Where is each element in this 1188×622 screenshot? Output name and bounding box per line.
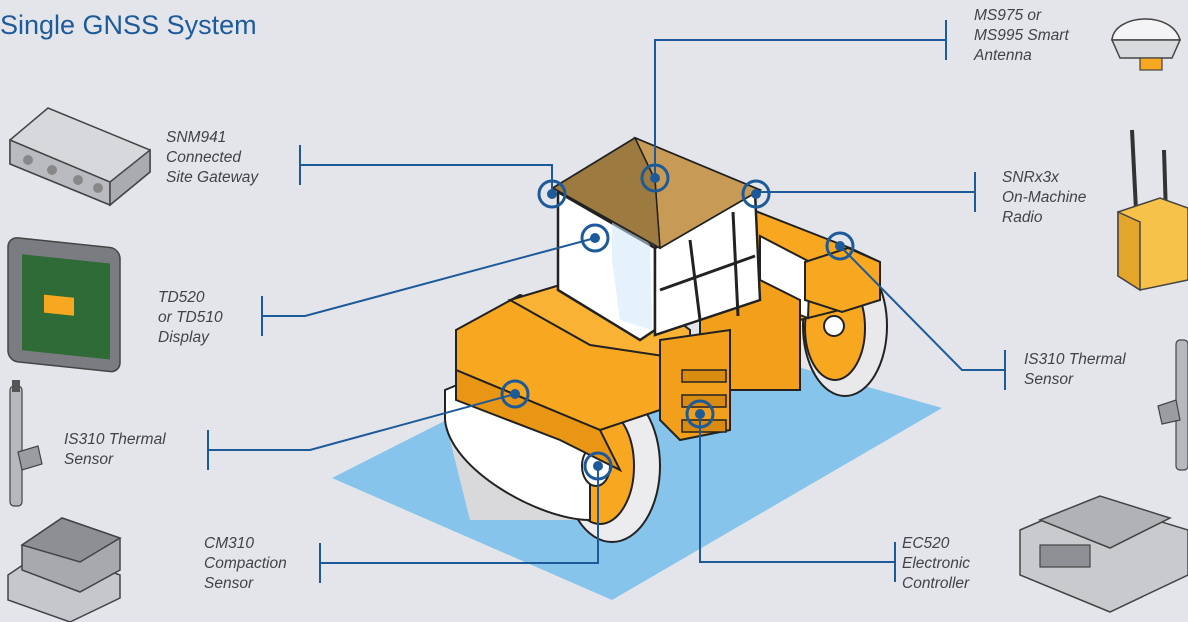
label-ec520: EC520 Electronic Controller (902, 534, 970, 594)
thermal-sensor-front-image (10, 380, 42, 506)
controller-device-image (1020, 496, 1188, 612)
label-is310-front: IS310 Thermal Sensor (64, 430, 166, 470)
label-cm310: CM310 Compaction Sensor (204, 534, 287, 594)
gateway-device-image (10, 108, 150, 205)
thermal-sensor-rear-image (1158, 340, 1188, 470)
label-snrx3x: SNRx3x On-Machine Radio (1002, 168, 1086, 228)
leader-line-snm941 (300, 165, 552, 192)
label-is310-rear: IS310 Thermal Sensor (1024, 350, 1126, 390)
leader-line-ms975 (655, 40, 946, 178)
label-snm941: SNM941 Connected Site Gateway (166, 128, 258, 188)
label-ms975: MS975 or MS995 Smart Antenna (974, 6, 1069, 66)
compaction-sensor-image (8, 518, 120, 622)
diagram-title: Single GNSS System (0, 10, 257, 41)
label-td520: TD520 or TD510 Display (158, 288, 223, 348)
radio-device-image (1118, 130, 1188, 290)
antenna-device-image (1112, 19, 1180, 70)
display-device-image (8, 237, 120, 373)
